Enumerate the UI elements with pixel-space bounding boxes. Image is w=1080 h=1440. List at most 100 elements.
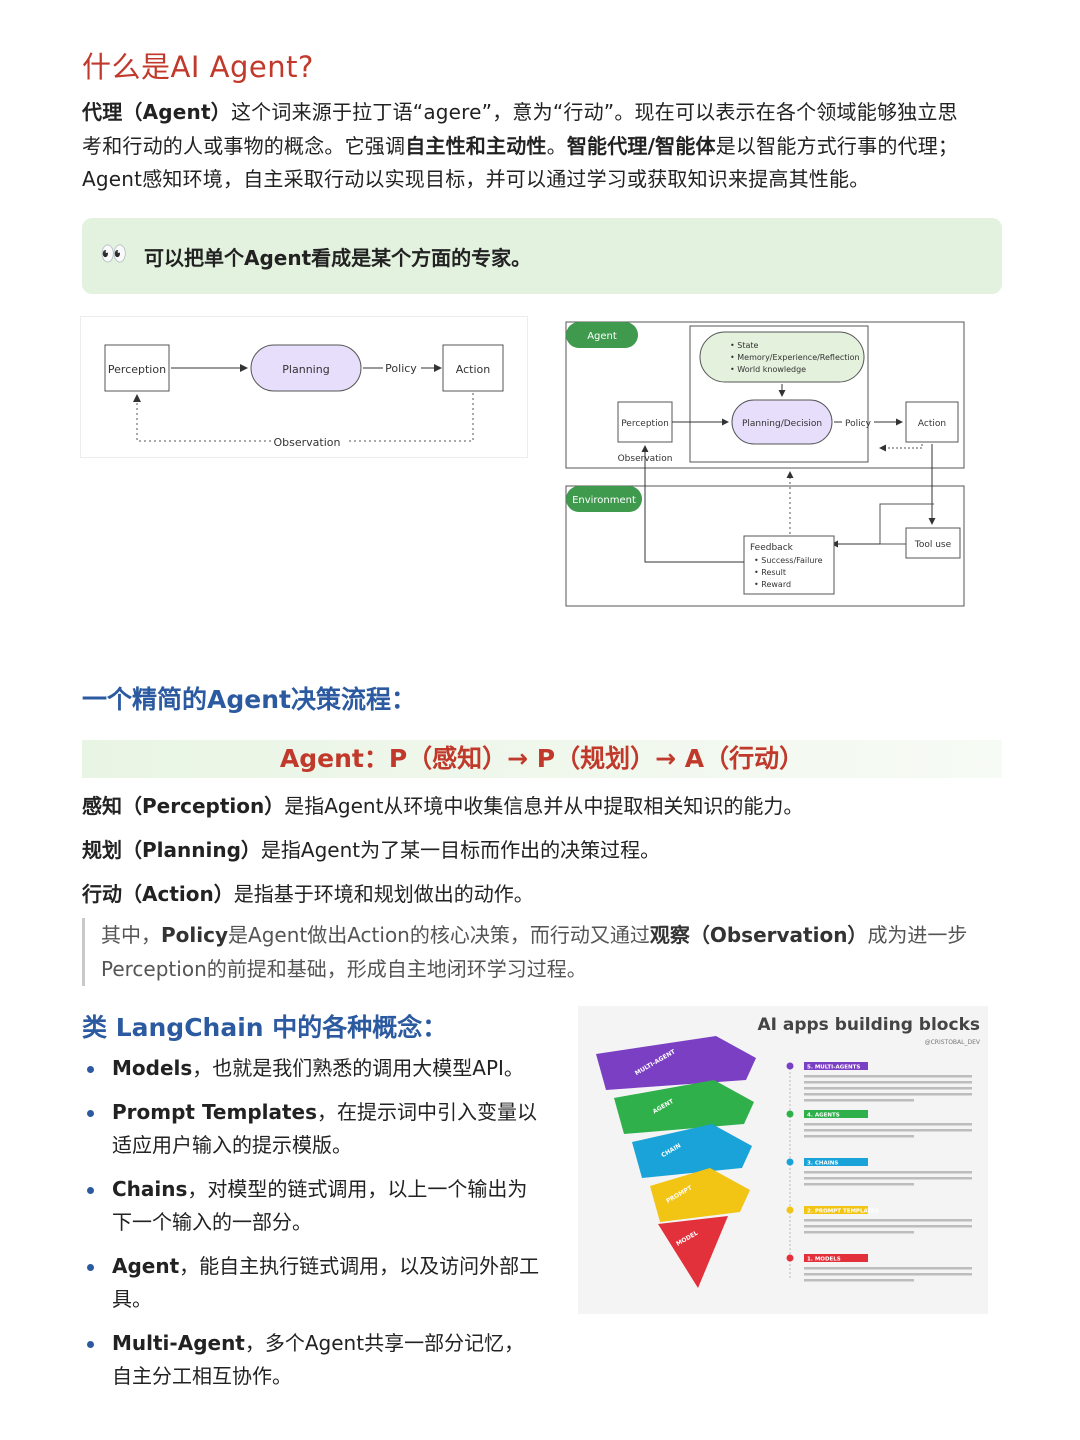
- def-perception-term: 感知（Perception）: [82, 794, 285, 818]
- def-action-term: 行动（Action）: [82, 882, 234, 906]
- row-text-line: [804, 1231, 914, 1234]
- def-action-desc: 是指基于环境和规划做出的动作。: [233, 882, 534, 906]
- policy-label: Policy: [385, 362, 417, 375]
- concept-desc: ，也就是我们熟悉的调用大模型API。: [192, 1056, 524, 1080]
- intro-line-2e: 是以智能方式行事的代理；: [715, 133, 959, 158]
- row-text-line: [804, 1123, 972, 1126]
- concept-desc: ，能自主执行链式调用，以及访问外部工具。: [112, 1253, 540, 1312]
- section-langchain-heading: 类 LangChain 中的各种概念：: [82, 1013, 448, 1042]
- pyramid-layer: CHAIN: [632, 1124, 752, 1178]
- state-node: [699, 331, 865, 383]
- intro-line-1: 这个词来源于拉丁语“agere”，意为“行动”。现在可以表示在各个领域能够独立思: [230, 100, 958, 124]
- row-text-line: [804, 1225, 972, 1228]
- row-text-line: [804, 1171, 972, 1174]
- eyes-icon: 👀: [100, 242, 128, 267]
- def-perception: 感知（Perception）是指Agent从环境中收集信息并从中提取相关知识的能…: [82, 790, 803, 819]
- environment-tag: [566, 486, 642, 512]
- feedback-box: [743, 535, 835, 595]
- row-tag: [804, 1158, 868, 1166]
- feedback-item-3: • Reward: [754, 580, 791, 589]
- pyramid-layer-shape: [658, 1216, 728, 1288]
- perception-label: Perception: [108, 363, 166, 376]
- row-tag-label: 4. AGENTS: [807, 1113, 840, 1119]
- row-text-line: [804, 1099, 914, 1102]
- row-tag: [804, 1254, 868, 1262]
- row-text-line: [804, 1267, 972, 1270]
- pyramid-layer: AGENT: [614, 1080, 754, 1134]
- quote-observation: 观察（Observation）: [649, 923, 868, 947]
- concept-desc: ，对模型的链式调用，以上一个输出为下一个输入的一部分。: [112, 1176, 528, 1235]
- policy-label-2: Policy: [845, 419, 872, 429]
- row-text-line: [804, 1075, 972, 1078]
- feedback-item-2: • Result: [754, 568, 786, 577]
- feedback-item-1: • Success/Failure: [754, 556, 823, 565]
- concept-term: Agent: [112, 1253, 180, 1278]
- formula-text: Agent：P（感知）→ P（规划）→ A（行动）: [279, 744, 805, 773]
- intro-bold-agent: 智能代理/智能体: [566, 133, 716, 158]
- action-box: [442, 344, 504, 392]
- infographic-title: AI apps building blocks: [757, 1015, 980, 1035]
- row-dot: [786, 1254, 794, 1262]
- row-tag: [804, 1062, 868, 1070]
- environment-tag-label: Environment: [572, 495, 636, 506]
- def-planning-desc: 是指Agent为了某一目标而作出的决策过程。: [260, 838, 661, 862]
- def-action: 行动（Action）是指基于环境和规划做出的动作。: [82, 878, 534, 907]
- list-item: Chains，对模型的链式调用，以上一个输出为下一个输入的一部分。: [82, 1173, 542, 1240]
- planning-node: [250, 344, 362, 392]
- pyramid-layer: MULTI-AGENT: [596, 1036, 756, 1090]
- row-tag-label: 5. MULTI-AGENTS: [807, 1065, 860, 1071]
- list-item: Multi-Agent，多个Agent共享一部分记忆，自主分工相互协作。: [82, 1327, 542, 1394]
- action-box-2: [905, 401, 959, 443]
- row-tag: [804, 1206, 868, 1214]
- intro-period: 。: [546, 133, 567, 158]
- list-item: Prompt Templates，在提示词中引入变量以适应用户输入的提示模版。: [82, 1096, 542, 1163]
- perception-box-2: [617, 401, 673, 443]
- def-planning-term: 规划（Planning）: [82, 838, 261, 862]
- quote-part-c: 是Agent做出Action的核心决策，而行动又通过: [228, 923, 650, 947]
- row-text-line: [804, 1273, 972, 1276]
- row-text-line: [804, 1081, 972, 1084]
- perception-label-2: Perception: [621, 419, 669, 429]
- state-item-1: • State: [730, 341, 759, 350]
- row-tag-label: 3. CHAINS: [807, 1161, 838, 1167]
- def-perception-desc: 是指Agent从环境中收集信息并从中提取相关知识的能力。: [284, 794, 804, 818]
- concept-term: Multi-Agent: [112, 1330, 245, 1355]
- concept-desc: ，在提示词中引入变量以适应用户输入的提示模版。: [112, 1099, 538, 1158]
- infographic-handle: @CRISTOBAL_DEV: [925, 1039, 981, 1046]
- observation-label: Observation: [274, 436, 341, 449]
- ai-building-blocks-infographic: AI apps building blocks @CRISTOBAL_DEV M…: [578, 1006, 988, 1314]
- planning-decision-label: Planning/Decision: [742, 419, 822, 429]
- simple-agent-diagram: Perception Planning Policy Action Observ…: [80, 316, 528, 458]
- intro-paragraph: 代理（Agent）这个词来源于拉丁语“agere”，意为“行动”。现在可以表示在…: [82, 96, 1012, 197]
- agent-tag: [566, 322, 638, 348]
- row-tag-label: 1. MODELS: [807, 1257, 841, 1263]
- quote-policy: Policy: [161, 923, 229, 947]
- def-planning: 规划（Planning）是指Agent为了某一目标而作出的决策过程。: [82, 834, 660, 863]
- row-dot: [786, 1110, 794, 1118]
- page-title: 什么是AI Agent?: [82, 50, 314, 84]
- pyramid-layer: PROMPT: [650, 1168, 750, 1222]
- pyramid-layer: MODEL: [658, 1216, 728, 1288]
- intro-line-3: Agent感知环境，自主采取行动以实现目标，并可以通过学习或获取知识来提高其性能…: [82, 167, 870, 191]
- row-text-line: [804, 1177, 972, 1180]
- row-tag: [804, 1110, 868, 1118]
- row-text-line: [804, 1219, 972, 1222]
- state-item-2: • Memory/Experience/Reflection: [730, 353, 860, 362]
- pyramid-layer-shape: [632, 1124, 752, 1178]
- quote-part-e: 成为进一步: [867, 923, 968, 947]
- row-dot: [786, 1062, 794, 1070]
- pyramid-layer-shape: [614, 1080, 754, 1134]
- row-dot: [786, 1158, 794, 1166]
- tool-use-box: [905, 527, 961, 559]
- concept-term: Chains: [112, 1176, 188, 1201]
- policy-quote: 其中，Policy是Agent做出Action的核心决策，而行动又通过观察（Ob…: [82, 918, 1001, 986]
- concept-term: Prompt Templates: [112, 1099, 318, 1124]
- row-text-line: [804, 1087, 972, 1090]
- row-text-line: [804, 1279, 914, 1282]
- row-text-line: [804, 1135, 914, 1138]
- pyramid-layer-shape: [650, 1168, 750, 1222]
- quote-line-2: Perception的前提和基础，形成自主地闭环学习过程。: [101, 957, 587, 981]
- agent-tag-label: Agent: [587, 331, 617, 342]
